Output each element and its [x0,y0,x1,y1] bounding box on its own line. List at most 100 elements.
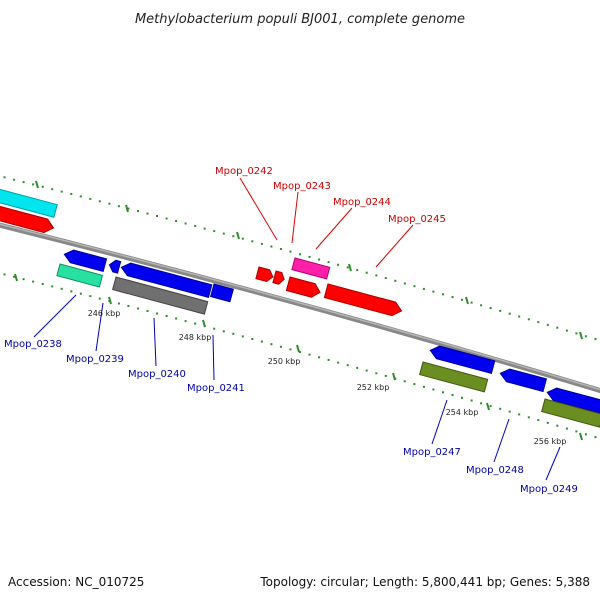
upper-ring-dot [375,274,378,277]
lower-dotted-ring [3,273,597,439]
gene-shape [210,283,234,303]
lower-ring-dot [575,430,578,433]
label-mpop-0247[interactable]: Mpop_0247 [403,447,461,458]
lower-ring-dot [156,312,158,315]
upper-ring-dot [184,222,187,225]
upper-ring-dot [241,237,244,240]
gene-forward-red-small[interactable] [285,276,321,299]
leader-mpop-0248 [493,418,510,463]
upper-ring-dot [499,309,502,312]
outer-tick [125,204,129,213]
label-mpop-0249[interactable]: Mpop_0249 [520,484,578,495]
lower-ring-dot [175,317,178,320]
lower-ring-dot [98,297,101,300]
label-mpop-0248[interactable]: Mpop_0248 [466,465,524,476]
lower-ring-dot [489,405,492,408]
lower-ring-dot [318,356,321,359]
gene-shape [291,257,331,280]
lower-ring-dot [308,353,311,356]
outer-tick [348,263,352,272]
lower-ring-dot [546,421,549,424]
upper-ring-dot [70,193,73,195]
lower-ring-dot [70,290,73,293]
outer-tick-marks [35,180,583,340]
label-mpop-0242[interactable]: Mpop_0242 [215,166,273,177]
upper-ring-dot [537,321,540,324]
lower-ring-dot [537,419,540,422]
gene-mpop-0245[interactable] [323,283,403,318]
lower-ring-dot [413,383,416,386]
upper-ring-dot [451,296,454,299]
label-mpop-0239[interactable]: Mpop_0239 [66,354,124,365]
upper-ring-dot [594,338,597,341]
upper-ring-dot [89,197,92,200]
upper-ring-dot [480,304,483,307]
gene-forward-red-left[interactable] [0,200,55,235]
upper-ring-dot [318,258,321,261]
upper-ring-dot [13,178,16,181]
upper-ring-dot [279,248,282,250]
lower-ring-dot [184,320,187,323]
gene-mpop-0240[interactable] [112,276,209,315]
genome-summary-text: Topology: circular; Length: 5,800,441 bp… [259,575,590,589]
lower-ring-dot [51,285,54,288]
lower-ring-dot [527,416,530,419]
upper-ring-dot [442,293,444,296]
lower-ring-dot [518,413,521,416]
gene-reverse-blue-2[interactable] [108,259,122,274]
forward-gene-labels: Mpop_0242 Mpop_0243 Mpop_0244 Mpop_0245 [215,166,446,225]
label-mpop-0238[interactable]: Mpop_0238 [4,339,62,350]
lower-ring-dot [480,402,483,405]
lower-ring-dot [356,366,359,369]
label-mpop-0244[interactable]: Mpop_0244 [333,197,391,208]
inner-tick-marks [14,273,583,441]
leader-mpop-0243 [291,191,299,244]
upper-ring-dot [32,183,35,186]
upper-ring-dot [165,217,168,220]
inner-tick [14,273,18,282]
leader-mpop-0249 [545,446,561,481]
lower-ring-dot [470,399,473,402]
lower-ring-dot [251,338,254,340]
upper-ring-dot [575,332,578,335]
label-mpop-0243[interactable]: Mpop_0243 [273,181,331,192]
gene-reverse-blue-6[interactable] [546,386,600,415]
lower-ring-dot [594,436,597,439]
gene-reverse-blue-1[interactable] [63,248,108,273]
lower-ring-dot [117,302,120,305]
lower-ring-dot [442,391,444,394]
gene-reverse-blue-5[interactable] [429,344,496,374]
gene-shape [108,259,122,274]
leader-mpop-0240 [153,317,157,367]
gene-mpop-0247[interactable] [419,361,489,393]
label-mpop-0240[interactable]: Mpop_0240 [128,369,186,380]
gene-forward-cyan[interactable] [0,183,58,218]
leader-mpop-0241 [212,334,215,381]
gene-shape [0,183,58,218]
lower-ring-dot [299,351,301,353]
upper-ring-dot [556,326,559,329]
gene-mpop-0242[interactable] [255,266,275,283]
tick-label-248: 248 kbp [179,333,212,342]
lower-ring-dot [375,372,378,375]
tick-label-254: 254 kbp [446,408,479,417]
gene-shape [499,368,548,393]
leader-mpop-0245 [375,224,414,268]
outer-tick [465,296,469,305]
label-mpop-0245[interactable]: Mpop_0245 [388,214,446,225]
outer-tick [35,180,39,189]
lower-ring-dot [41,283,44,285]
gene-reverse-blue-4[interactable] [210,283,234,303]
label-mpop-0241[interactable]: Mpop_0241 [187,383,245,394]
lower-ring-dot [260,340,263,343]
lower-ring-dot [213,327,216,330]
gene-mpop-0248[interactable] [499,367,548,393]
gene-mpop-0238[interactable] [56,263,104,288]
upper-ring-dot [203,227,206,230]
gene-mpop-0244[interactable] [291,257,331,280]
upper-ring-dot [3,176,6,179]
gene-reverse-blue-3[interactable] [120,261,213,298]
leader-mpop-0242 [239,177,278,241]
gene-mpop-0243[interactable] [272,270,286,285]
inner-tick [392,372,396,381]
